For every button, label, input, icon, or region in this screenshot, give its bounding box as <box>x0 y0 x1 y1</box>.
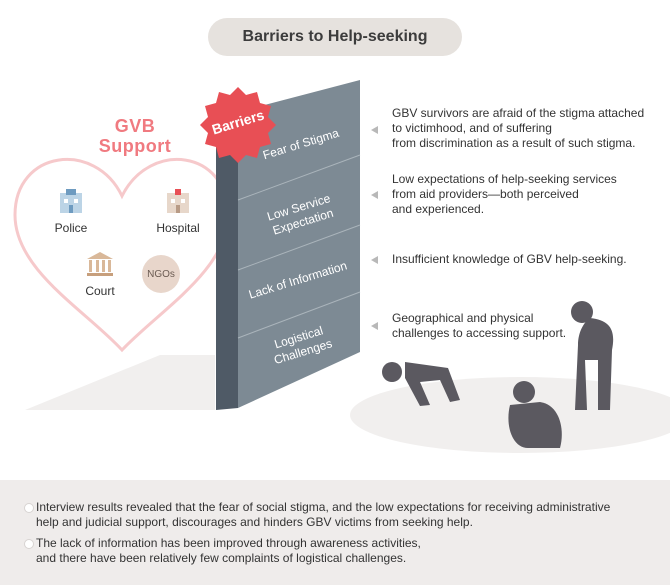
wall-divider <box>237 224 361 271</box>
description-line: from discrimination as a result of such … <box>392 136 636 150</box>
facility-court: Court <box>78 250 122 298</box>
note-line: and there have been relatively few compl… <box>36 551 407 565</box>
description-line: challenges to accessing support. <box>392 326 567 340</box>
title-pill: Barriers to Help-seeking <box>208 18 462 56</box>
sitting-person-icon <box>508 381 562 448</box>
police-building-icon <box>60 189 82 213</box>
description-line: to victimhood, and of suffering <box>392 121 552 135</box>
note-line: Interview results revealed that the fear… <box>36 500 611 514</box>
notes-panel: Interview results revealed that the fear… <box>0 480 670 585</box>
bullet-icon <box>24 503 34 513</box>
description-line: GBV survivors are afraid of the stigma a… <box>392 106 645 120</box>
floor-shadow <box>25 355 215 410</box>
description-line: Insufficient knowledge of GBV help-seeki… <box>392 252 627 266</box>
note-item: The lack of information has been improve… <box>36 536 421 566</box>
wall-divider <box>237 291 361 339</box>
barrier-description-fear: GBV survivors are afraid of the stigma a… <box>392 106 644 151</box>
crawling-person-icon <box>382 362 460 406</box>
description-line: Geographical and physical <box>392 311 534 325</box>
pointer-arrow-icon <box>371 322 378 330</box>
standing-person-icon <box>571 301 614 410</box>
note-item: Interview results revealed that the fear… <box>36 500 610 530</box>
wall-side <box>216 112 238 410</box>
pointer-arrow-icon <box>371 191 378 199</box>
description-line: Low expectations of help-seeking service… <box>392 172 617 186</box>
wall-divider <box>237 154 361 201</box>
note-line: help and judicial support, discourages a… <box>36 515 473 529</box>
support-title-line2: Support <box>98 136 172 156</box>
facility-label: Court <box>85 284 115 298</box>
pointer-arrow-icon <box>371 126 378 134</box>
support-title-line1: GVB <box>114 116 156 136</box>
facility-label: Police <box>54 221 88 235</box>
facility-police: Police <box>46 187 96 235</box>
barrier-description-low-service: Low expectations of help-seeking service… <box>392 172 617 217</box>
barriers-badge-shape <box>200 87 276 163</box>
ngo-badge: NGOs <box>142 255 180 293</box>
page-title: Barriers to Help-seeking <box>242 28 428 45</box>
description-line: from aid providers—both perceived <box>392 187 579 201</box>
hospital-building-icon <box>167 189 189 213</box>
court-building-icon <box>87 252 113 276</box>
heart-outline <box>13 158 230 353</box>
pointer-arrow-icon <box>371 256 378 264</box>
description-line: and experienced. <box>392 202 485 216</box>
background-art <box>13 80 670 453</box>
facility-label: Hospital <box>156 221 200 235</box>
support-title: GVB Support <box>80 116 190 156</box>
note-line: The lack of information has been improve… <box>36 536 421 550</box>
barrier-description-lack-info: Insufficient knowledge of GBV help-seeki… <box>392 252 627 267</box>
facility-hospital: Hospital <box>150 187 206 235</box>
barrier-description-logistical: Geographical and physical challenges to … <box>392 311 566 341</box>
bullet-icon <box>24 539 34 549</box>
facility-label: NGOs <box>147 268 175 280</box>
